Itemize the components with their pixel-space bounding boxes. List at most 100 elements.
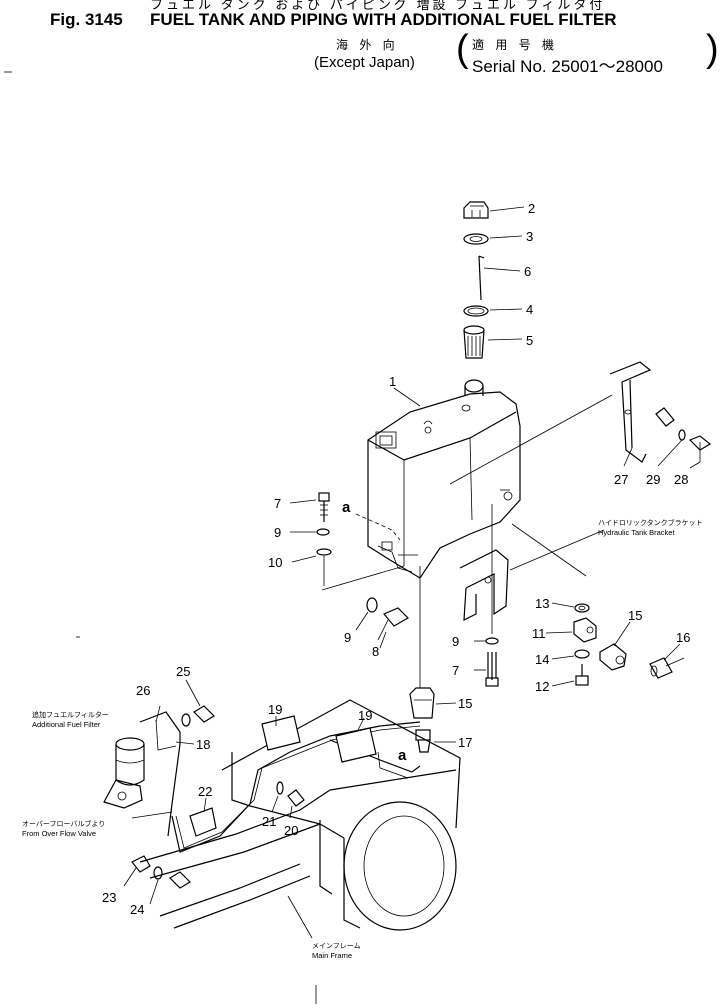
main-frame-label-jp: メインフレーム: [312, 942, 361, 950]
washer-14: [574, 649, 590, 659]
hydraulic-tank-bracket: [459, 549, 509, 622]
callout-16: 16: [676, 630, 690, 645]
leader-line: [393, 387, 421, 407]
leader-line: [379, 631, 387, 649]
serial-close-paren: ): [706, 28, 719, 70]
callout-1: 1: [389, 374, 396, 389]
tank-bracket: [609, 361, 652, 463]
block-fitting-11: [573, 617, 597, 643]
callout-10: 10: [268, 555, 282, 570]
mount-bolt: [318, 492, 330, 522]
leader-line: [551, 602, 575, 608]
fuel-strainer: [463, 325, 485, 359]
leader-line: [663, 643, 681, 661]
leader-line: [185, 679, 201, 707]
main-frame: [139, 699, 461, 931]
callout-4: 4: [526, 302, 533, 317]
reference-a-tank: a: [342, 499, 351, 516]
leader-line: [511, 523, 587, 577]
fuel-filter-label-jp: 追加フュエルフィルター: [32, 710, 109, 719]
additional-fuel-filter: [103, 737, 145, 809]
callout-7-bracket: 7: [452, 663, 459, 678]
overflow-label: From Over Flow Valve: [22, 829, 96, 838]
callout-19-left: 19: [268, 702, 282, 717]
callout-13: 13: [535, 596, 549, 611]
filter-washer: [181, 713, 191, 727]
reference-a-frame: a: [398, 747, 407, 764]
clamp-bolt-20: [287, 789, 305, 819]
bolt-24: [169, 871, 191, 889]
japanese-serial-label: 適 用 号 機: [472, 38, 559, 52]
leader-line: [483, 267, 521, 272]
bracket-bolt: [655, 407, 675, 427]
callout-9-bracket: 9: [452, 634, 459, 649]
leader-line: [489, 206, 525, 212]
leader-line: [509, 529, 605, 571]
mount-washer: [316, 528, 330, 536]
leader-line: [623, 447, 633, 467]
leader-line: [271, 795, 279, 813]
leader-line: [613, 621, 631, 647]
pipe-clamp-22: [189, 807, 217, 837]
callout-26: 26: [136, 683, 150, 698]
callout-19-right: 19: [358, 708, 372, 723]
tank-bolt-lower: [377, 607, 409, 641]
leader-line: [149, 879, 159, 905]
callout-28: 28: [674, 472, 688, 487]
figure-title: FUEL TANK AND PIPING WITH ADDITIONAL FUE…: [150, 10, 617, 29]
leader-line: [203, 797, 207, 813]
tank-cap: [463, 201, 489, 219]
leader-line: [551, 680, 575, 687]
callout-12: 12: [535, 679, 549, 694]
figure-number: Fig. 3145: [50, 10, 123, 29]
hydraulic-bracket-label-jp: ハイドロリックタンクブラケット: [598, 518, 703, 527]
filter-bracket: [139, 711, 181, 837]
callout-20: 20: [284, 823, 298, 838]
clamp-washer-21: [276, 781, 284, 795]
leader-line: [449, 394, 613, 485]
leader-line: [289, 499, 317, 504]
hose-fitting-lower: [409, 687, 435, 719]
washer-13: [574, 603, 590, 613]
mount-cushion: [316, 548, 332, 556]
leader-line: [355, 611, 369, 631]
bracket-bolt-vertical: [485, 652, 499, 687]
callout-3: 3: [526, 229, 533, 244]
pipe-clamp-19a: [261, 715, 301, 751]
leader-line: [487, 338, 523, 341]
leader-line: [155, 705, 161, 723]
callout-23: 23: [102, 890, 116, 905]
leader-line: [291, 555, 317, 563]
callout-22: 22: [198, 784, 212, 799]
callout-11: 11: [532, 626, 546, 641]
leader-line: [321, 565, 405, 591]
callout-9-lower: 9: [344, 630, 351, 645]
leader-line: [435, 702, 457, 705]
leader-line: [175, 741, 195, 745]
callout-6: 6: [524, 264, 531, 279]
callout-18: 18: [196, 737, 210, 752]
callout-2: 2: [528, 201, 535, 216]
callout-9-left: 9: [274, 525, 281, 540]
leader-line: [489, 235, 523, 239]
hydraulic-bracket-label: Hydraulic Tank Bracket: [598, 528, 675, 537]
washer-24: [153, 866, 163, 880]
callout-24: 24: [130, 902, 144, 917]
callout-21: 21: [262, 814, 276, 829]
fuel-tank: [367, 379, 521, 579]
hose-fitting-15: [599, 643, 627, 671]
callout-15-lower: 15: [458, 696, 472, 711]
leader-line: [287, 895, 313, 939]
figure-header: フュエル タンク および パイピング 増設 フュエル フィルタ付 Fig. 31…: [0, 0, 726, 80]
serial-open-paren: (: [456, 28, 469, 70]
region-note: (Except Japan): [314, 54, 415, 71]
leader-line: [131, 811, 173, 819]
hose-end-16: [649, 657, 685, 679]
bracket-washer: [485, 637, 499, 645]
strainer-ring: [463, 305, 489, 317]
japanese-title: フュエル タンク および パイピング 増設 フュエル フィルタ付: [150, 0, 606, 12]
callout-29: 29: [646, 472, 660, 487]
pipe-clamp-19b: [335, 727, 377, 763]
callout-27: 27: [614, 472, 628, 487]
